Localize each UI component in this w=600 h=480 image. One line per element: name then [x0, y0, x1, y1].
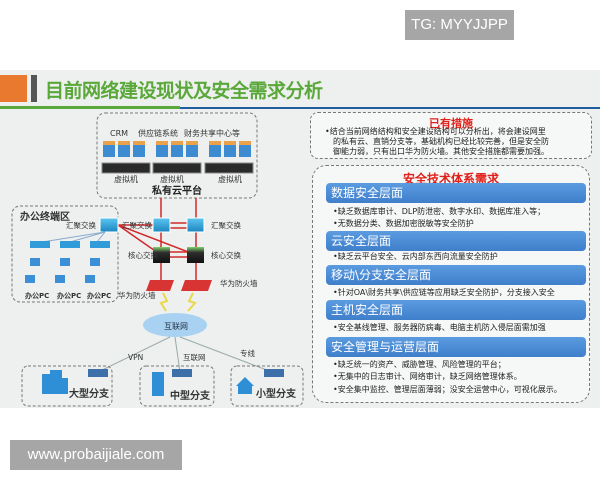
requirements-title: 安全技术体系需求 — [402, 172, 499, 186]
title-underline-blue — [180, 107, 600, 109]
security-requirements-panel: 安全技术体系需求 数据安全层面 •缺乏数据库审计、DLP防泄密、数字水印、数据库… — [312, 165, 590, 403]
firewall-label: 华为防火墙 — [220, 278, 258, 288]
section-header-management: 安全管理与运营层面 — [326, 337, 586, 357]
title-underline-green — [0, 106, 180, 109]
app-finance-label: 财务共享中心等 — [184, 128, 240, 138]
internet-link-label: 互联网 — [183, 353, 206, 362]
section-header-data: 数据安全层面 — [326, 183, 586, 203]
medium-branch-zone — [139, 365, 215, 407]
vm-label: 虚拟机 — [160, 174, 184, 184]
section-item: •针对OA\财务共享\供应链等应用缺乏安全防护，分支接入安全 — [333, 288, 555, 297]
vm-icons — [103, 141, 251, 157]
existing-measures-title: 已有措施 — [429, 117, 473, 130]
large-branch-label: 大型分支 — [69, 387, 110, 400]
section-header-cloud: 云安全层面 — [326, 231, 586, 251]
office-zone — [11, 205, 119, 303]
section-item: •缺乏云平台安全、云内部东西向流量安全防护 — [333, 252, 498, 261]
existing-text-line: •结合当前网络结构和安全建设结构可以分析出，将会建设网里 — [325, 127, 546, 136]
existing-text-line: 的私有云、直销分支等，基础机构已经比较完善，但是安全防 — [333, 137, 549, 146]
section-item: •缺乏数据库审计、DLP防泄密、数字水印、数据库准入等； — [333, 207, 546, 216]
office-pc-label: 办公PC — [25, 291, 49, 300]
app-crm-label: CRM — [110, 129, 128, 138]
medium-branch-label: 中型分支 — [170, 389, 211, 402]
network-links — [117, 198, 197, 290]
section-item: •安全基线管理、服务器防病毒、电脑主机防入侵层面需加强 — [333, 323, 546, 332]
existing-measures-panel: 已有措施 •结合当前网络结构和安全建设结构可以分析出，将会建设网里 的私有云、直… — [310, 112, 592, 159]
firewall-label: 华为防火墙 — [118, 290, 156, 300]
office-pc-label: 办公PC — [87, 291, 111, 300]
router-icons — [88, 369, 284, 377]
large-branch-zone — [21, 365, 113, 407]
small-branch-zone — [230, 365, 304, 407]
wan-links — [97, 336, 273, 373]
building-icons — [42, 370, 254, 396]
small-branch-label: 小型分支 — [255, 387, 297, 400]
lightning-icons — [159, 292, 197, 312]
watermark-top: TG: MYYJJPP — [405, 10, 514, 40]
vm-label: 虚拟机 — [114, 174, 138, 184]
network-diagram: CRM 供应链系统 财务共享中心等 虚拟机 虚拟机 虚拟机 私有云平台 办公终端… — [11, 112, 304, 407]
private-cloud-zone — [96, 112, 258, 199]
title-accent-block — [0, 75, 27, 102]
internet-cloud-icon — [143, 313, 207, 337]
core-switch-icons — [153, 247, 204, 263]
section-header-host: 主机安全层面 — [326, 300, 586, 320]
switch-label: 汇聚交换 — [211, 220, 241, 230]
slide: 目前网络建设现状及安全需求分析 CRM 供应链系统 财务共享中心等 虚拟机 虚拟… — [0, 70, 600, 408]
office-switch-icons — [30, 241, 110, 248]
section-item: •缺乏统一的资产、威胁管理、风险管理的平台； — [333, 360, 506, 369]
title-accent-bar — [31, 75, 37, 102]
office-pc-label: 办公PC — [57, 291, 81, 300]
office-zone-label: 办公终端区 — [20, 210, 70, 223]
server-icons — [101, 162, 254, 174]
existing-text-line: 御能力弱，只有出口华为防火墙。其他安全措施都需要加强。 — [333, 147, 549, 156]
office-links — [41, 231, 106, 243]
app-supply-chain-label: 供应链系统 — [138, 128, 178, 138]
vm-label: 虚拟机 — [218, 174, 242, 184]
aggregation-switch-icons — [99, 217, 205, 233]
firewall-icons — [146, 280, 212, 291]
vpn-label: VPN — [128, 353, 143, 362]
internet-label: 互联网 — [164, 322, 188, 331]
core-switch-label: 核心交换 — [128, 250, 158, 260]
switch-label: 汇聚交换 — [122, 220, 152, 230]
switch-label: 汇聚交换 — [66, 220, 96, 230]
private-cloud-label: 私有云平台 — [151, 184, 202, 197]
section-item: •无数据分类、数据加密脱敏等安全防护 — [333, 219, 474, 228]
slide-title: 目前网络建设现状及安全需求分析 — [45, 80, 323, 102]
watermark-bottom: www.probaijiale.com — [10, 440, 182, 470]
core-switch-label: 核心交换 — [211, 250, 241, 260]
leased-line-label: 专线 — [240, 348, 255, 358]
section-item: •无集中的日志审计、网络审计，缺乏网络管理体系。 — [333, 372, 522, 381]
section-item: •安全集中监控、管理层面薄弱；没安全运营中心，可视化展示。 — [333, 385, 562, 394]
section-header-mobile-branch: 移动\分支安全层面 — [326, 265, 586, 285]
pc-icons — [25, 258, 100, 283]
